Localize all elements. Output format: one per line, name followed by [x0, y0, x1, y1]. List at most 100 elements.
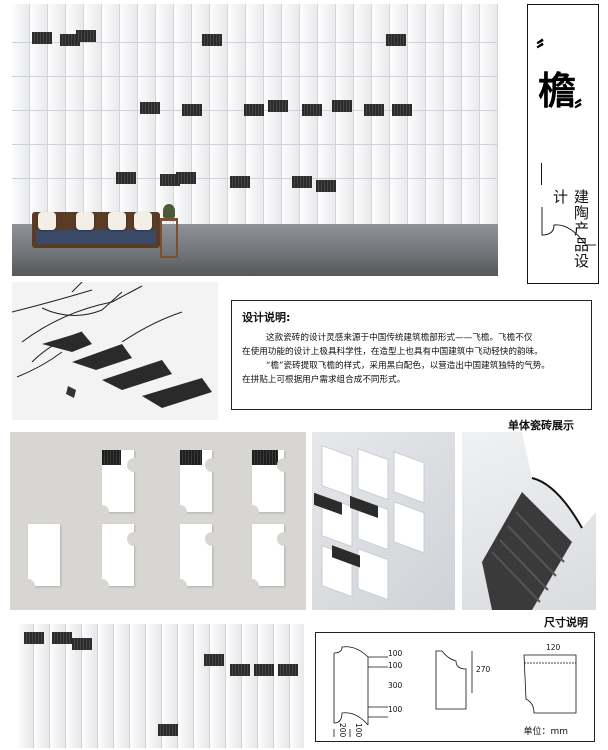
tile-plain: [245, 524, 291, 593]
eave-dark-block: [386, 34, 406, 46]
wall-render-bottom: [18, 624, 304, 748]
tile-outline-sketch: [541, 207, 596, 246]
quote-mark-close: 〞: [574, 98, 597, 124]
eave-dark-block: [332, 100, 352, 112]
eave-dark-block: [140, 102, 160, 114]
tile-column: [98, 624, 114, 748]
tile-column: [210, 4, 228, 224]
tile-closeup-angled: [312, 432, 455, 610]
sofa-seat: [36, 230, 156, 244]
tile-column: [162, 624, 178, 748]
description-heading: 设计说明:: [242, 311, 291, 324]
eave-dark-block: [254, 664, 274, 676]
tile-column: [82, 624, 98, 748]
tile-row-line: [12, 76, 498, 77]
side-table: [160, 218, 178, 258]
dimension-drawings: [333, 646, 577, 737]
title-card: 〞 檐 〞 建陶产品设计: [527, 4, 599, 284]
tile-column: [336, 4, 354, 224]
tile-column: [102, 4, 120, 224]
eave-dark-block: [278, 664, 298, 676]
tile-column: [34, 624, 50, 748]
eave-branch-photo: [12, 282, 218, 420]
hero-wall-render: [12, 4, 498, 276]
tile-column: [66, 624, 82, 748]
tile-column: [156, 4, 174, 224]
tile-column: [242, 624, 258, 748]
dim-label: 270: [476, 665, 491, 674]
eave-dark-block: [158, 724, 178, 736]
eave-dark-block: [204, 654, 224, 666]
eave-dark-block: [292, 176, 312, 188]
eave-dark-block: [268, 100, 288, 112]
tile-column: [66, 4, 84, 224]
eave-dark-block: [364, 104, 384, 116]
tile-column: [282, 4, 300, 224]
eave-dark-block: [60, 34, 80, 46]
dim-label: 200: [338, 723, 347, 738]
branch-illustration: [12, 282, 212, 408]
eave-dark-block: [244, 104, 264, 116]
tile-column: [114, 624, 130, 748]
product-subtitle: 建陶产品设计: [551, 189, 590, 269]
eave-dark-block: [230, 176, 250, 188]
tile-column: [210, 624, 226, 748]
tile-column: [226, 624, 242, 748]
tile-column: [426, 4, 444, 224]
eave-dark-block: [182, 104, 202, 116]
plant: [163, 204, 175, 218]
tile-plain: [95, 524, 141, 593]
tile-plain: [173, 524, 219, 593]
closeup-illustration: [314, 444, 425, 601]
description-line: 在使用功能的设计上极具科学性，在造型上也具有中国建筑中飞动轻快的韵味。: [242, 347, 543, 357]
dimensions-section-label: 尺寸说明: [544, 616, 588, 629]
eave-dark-block: [202, 34, 222, 46]
tile-plain: [21, 524, 60, 593]
single-tile-section-label: 单体瓷砖展示: [508, 419, 574, 432]
tile-column: [264, 4, 282, 224]
tile-column: [84, 4, 102, 224]
description-line: “檐”瓷砖提取飞檐的样式，采用黑白配色，以营造出中国建筑独特的气势。: [266, 361, 550, 371]
eave-dark-block: [32, 32, 52, 44]
tile-column: [178, 624, 194, 748]
dim-label: 120: [546, 643, 561, 652]
tile-column: [462, 4, 480, 224]
dim-label: 300: [388, 681, 403, 690]
tile-row-line: [12, 178, 498, 179]
description-line: 这款瓷砖的设计灵感来源于中国传统建筑檐部形式——飞檐。飞檐不仅: [266, 333, 533, 343]
tile-column: [444, 4, 462, 224]
cushion: [76, 212, 94, 230]
dim-label: 100: [388, 661, 403, 670]
tile-column: [318, 4, 336, 224]
cushion: [134, 212, 152, 230]
tile-column: [18, 624, 34, 748]
cushion: [38, 212, 56, 230]
tile-eave: [173, 450, 219, 519]
tile-column: [274, 624, 290, 748]
eave-dark-block: [72, 638, 92, 650]
eave-dark-block: [302, 104, 322, 116]
tile-column: [138, 4, 156, 224]
tile-column: [408, 4, 426, 224]
tile-closeup-detail: [462, 432, 596, 610]
tile-column: [194, 624, 210, 748]
tile-column: [258, 624, 274, 748]
eave-dark-block: [316, 180, 336, 192]
eave-dark-block: [76, 30, 96, 42]
divider-line: [541, 163, 542, 185]
closeup-detail-illustration: [482, 432, 596, 610]
tile-row-line: [12, 144, 498, 145]
dim-label: 100: [388, 705, 403, 714]
eave-dark-block: [392, 104, 412, 116]
product-title: 檐: [538, 68, 577, 113]
cushion: [108, 212, 126, 230]
eave-dark-block: [160, 174, 180, 186]
unit-label: 单位：mm: [523, 727, 568, 737]
design-description-box: 设计说明: 这款瓷砖的设计灵感来源于中国传统建筑檐部形式——飞檐。飞檐不仅 在使…: [231, 300, 592, 410]
dim-label: 100: [388, 649, 403, 658]
description-line: 在拼贴上可根据用户需求组合成不同形式。: [242, 375, 406, 385]
eave-dark-block: [230, 664, 250, 676]
quote-mark-open: 〞: [536, 38, 559, 64]
tile-column: [480, 4, 498, 224]
single-tiles-panel: [10, 432, 306, 610]
